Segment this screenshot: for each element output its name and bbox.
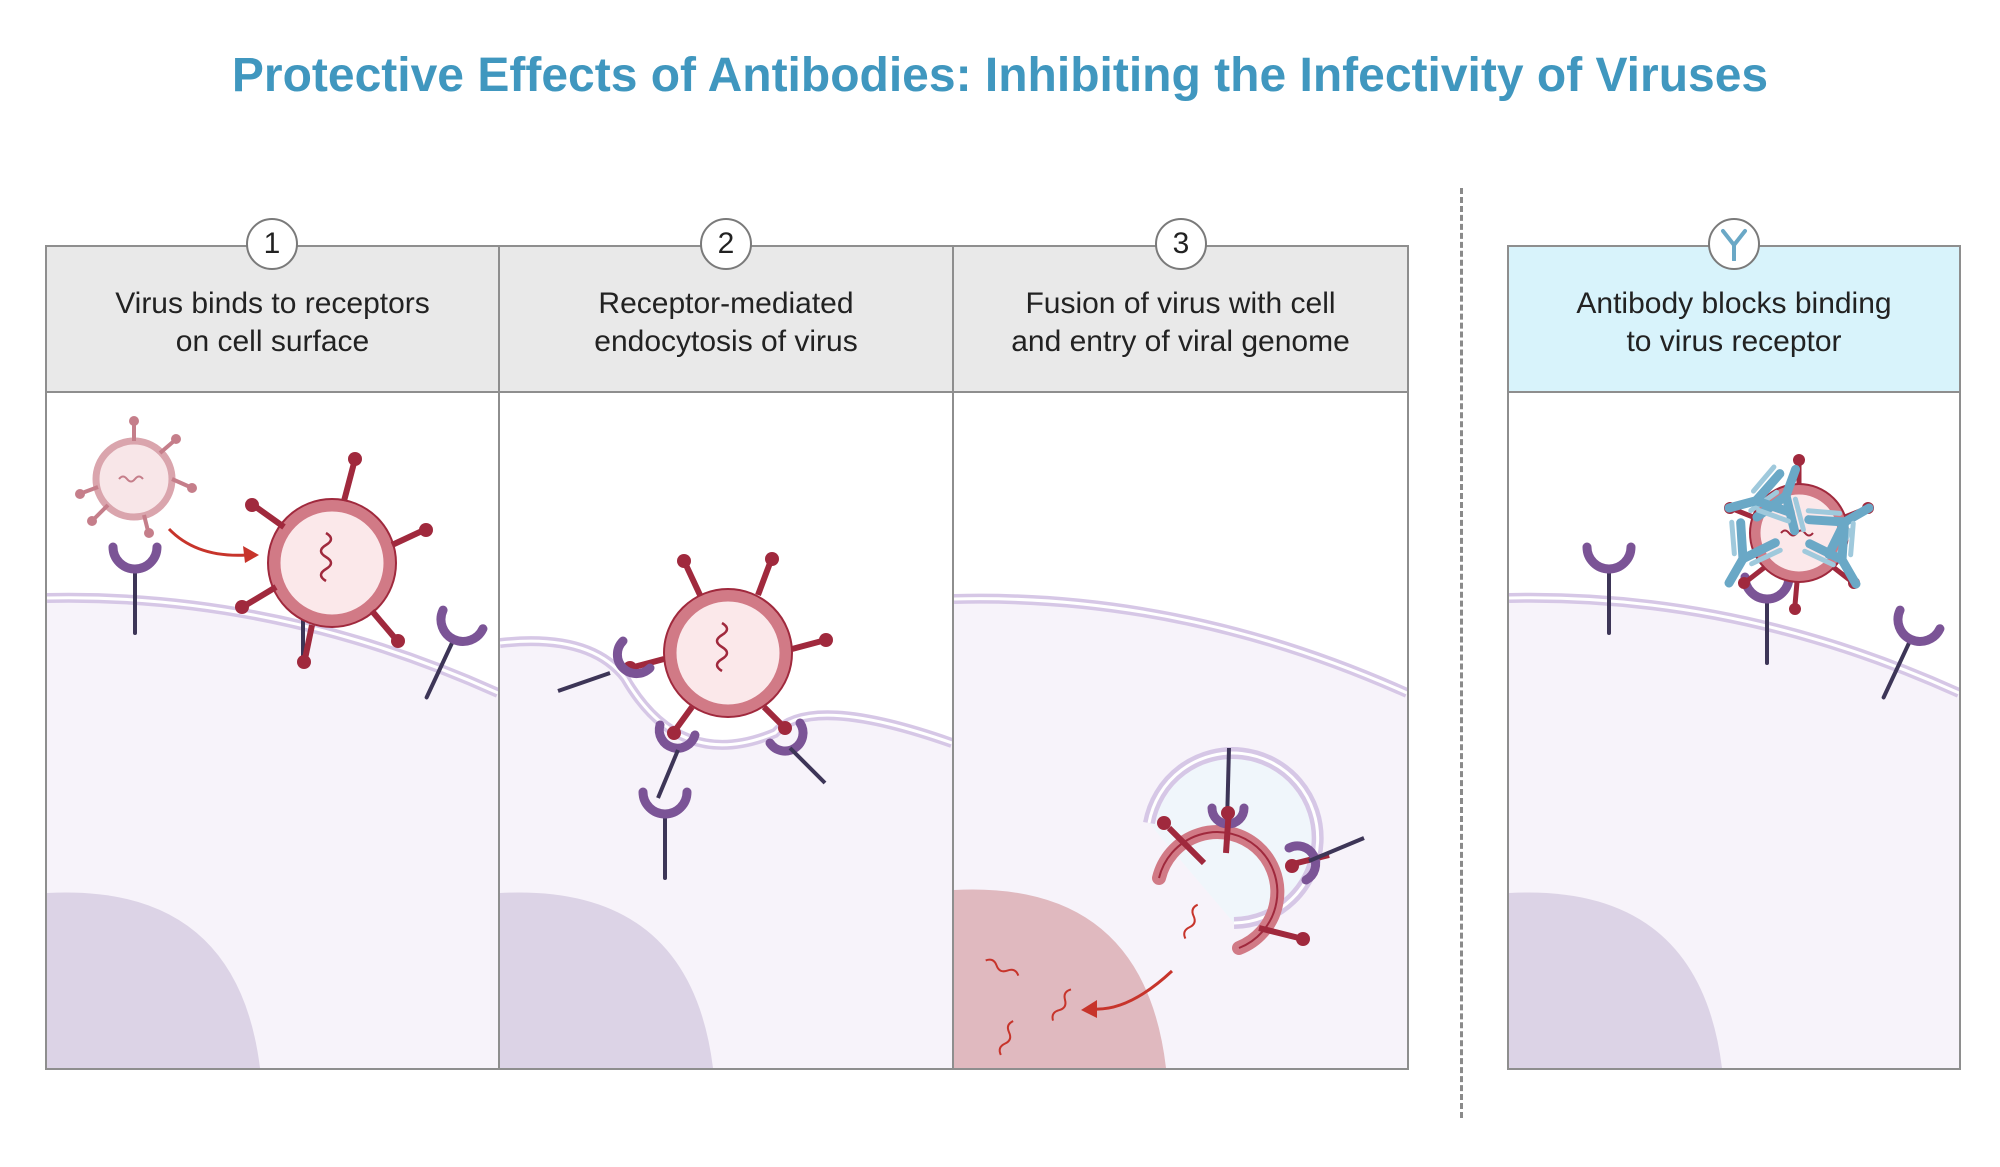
binding-illustration	[47, 416, 498, 1068]
nucleus-shape	[1509, 892, 1722, 1068]
step-badge-1: 1	[246, 218, 298, 270]
panel-header: Virus binds to receptors on cell surface	[47, 247, 498, 393]
panel-header: Receptor-mediated endocytosis of virus	[500, 247, 952, 393]
panel-header: Fusion of virus with cell and entry of v…	[954, 247, 1407, 393]
endocytosis-illustration	[500, 552, 952, 1068]
arrow-head	[1081, 1000, 1097, 1018]
panel-caption: Fusion of virus with cell and entry of v…	[1011, 287, 1350, 358]
antibody-illustration	[1509, 454, 1959, 1068]
section-divider	[1460, 188, 1463, 1118]
panel-fusion: Fusion of virus with cell and entry of v…	[952, 245, 1409, 1070]
nucleus-shape	[500, 892, 713, 1068]
virus-icon	[235, 452, 433, 669]
virus-icon	[623, 552, 833, 740]
arrow-head	[243, 546, 259, 563]
panel-virus-binding: Virus binds to receptors on cell surface	[45, 245, 500, 1070]
small-virus-icon	[75, 416, 197, 538]
panel-antibody-block: Antibody blocks binding to virus recepto…	[1507, 245, 1961, 1070]
antibody-icon	[1721, 229, 1747, 261]
panel-endocytosis: Receptor-mediated endocytosis of virus	[498, 245, 954, 1070]
arrow-icon	[1093, 969, 1174, 1011]
step-badge-2: 2	[700, 218, 752, 270]
fusion-illustration	[954, 593, 1407, 1068]
panel-header: Antibody blocks binding to virus recepto…	[1509, 247, 1959, 393]
nucleus-shape	[47, 892, 260, 1068]
nucleus-shape	[954, 889, 1166, 1068]
step-badge-3: 3	[1155, 218, 1207, 270]
panel-caption: Virus binds to receptors on cell surface	[115, 287, 430, 358]
arrow-icon	[167, 527, 248, 557]
panel-caption: Receptor-mediated endocytosis of virus	[594, 287, 858, 358]
page-title: Protective Effects of Antibodies: Inhibi…	[231, 49, 1769, 102]
antibody-badge	[1708, 218, 1760, 270]
panel-caption: Antibody blocks binding to virus recepto…	[1576, 287, 1892, 358]
